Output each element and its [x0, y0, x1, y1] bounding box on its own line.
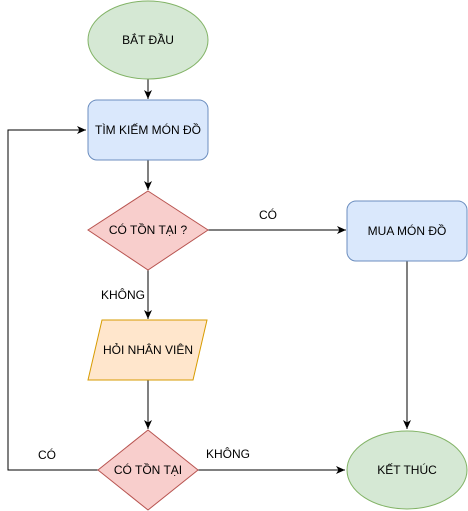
ask-staff-shape: [87, 319, 208, 381]
start-node: BẮT ĐẦU: [87, 0, 209, 80]
exists-label: CÓ TỒN TẠI: [114, 462, 182, 477]
exists-shape: [97, 429, 199, 511]
exists-node: CÓ TỒN TẠI: [97, 429, 199, 511]
edge-exists-to-search: [7, 126, 98, 471]
buy-shape: [346, 200, 468, 262]
start-label: BẮT ĐẦU: [122, 32, 174, 47]
edge-label-exists-to-end: KHÔNG: [206, 446, 250, 461]
ask-staff-node: HỎI NHÂN VIÊN: [87, 319, 208, 381]
search-label: TÌM KIẾM MÓN ĐỒ: [95, 122, 201, 137]
end-label: KẾT THÚC: [377, 462, 437, 477]
exists-question-shape: [87, 190, 209, 271]
edge-label-question-to-ask: KHÔNG: [101, 287, 145, 302]
buy-label: MUA MÓN ĐỒ: [368, 223, 447, 238]
search-shape: [87, 99, 209, 161]
search-node: TÌM KIẾM MÓN ĐỒ: [87, 99, 209, 161]
connectors: [7, 79, 411, 474]
ask-staff-label: HỎI NHÂN VIÊN: [103, 342, 193, 357]
start-shape: [87, 0, 209, 80]
end-node: KẾT THÚC: [346, 430, 468, 510]
end-shape: [346, 430, 468, 510]
edge-label-exists-to-search: CÓ: [38, 447, 56, 462]
buy-node: MUA MÓN ĐỒ: [346, 200, 468, 262]
edge-label-question-to-buy: CÓ: [259, 207, 277, 222]
exists-question-label: CÓ TỒN TẠI ?: [109, 222, 188, 237]
exists-question-node: CÓ TỒN TẠI ?: [87, 190, 209, 271]
